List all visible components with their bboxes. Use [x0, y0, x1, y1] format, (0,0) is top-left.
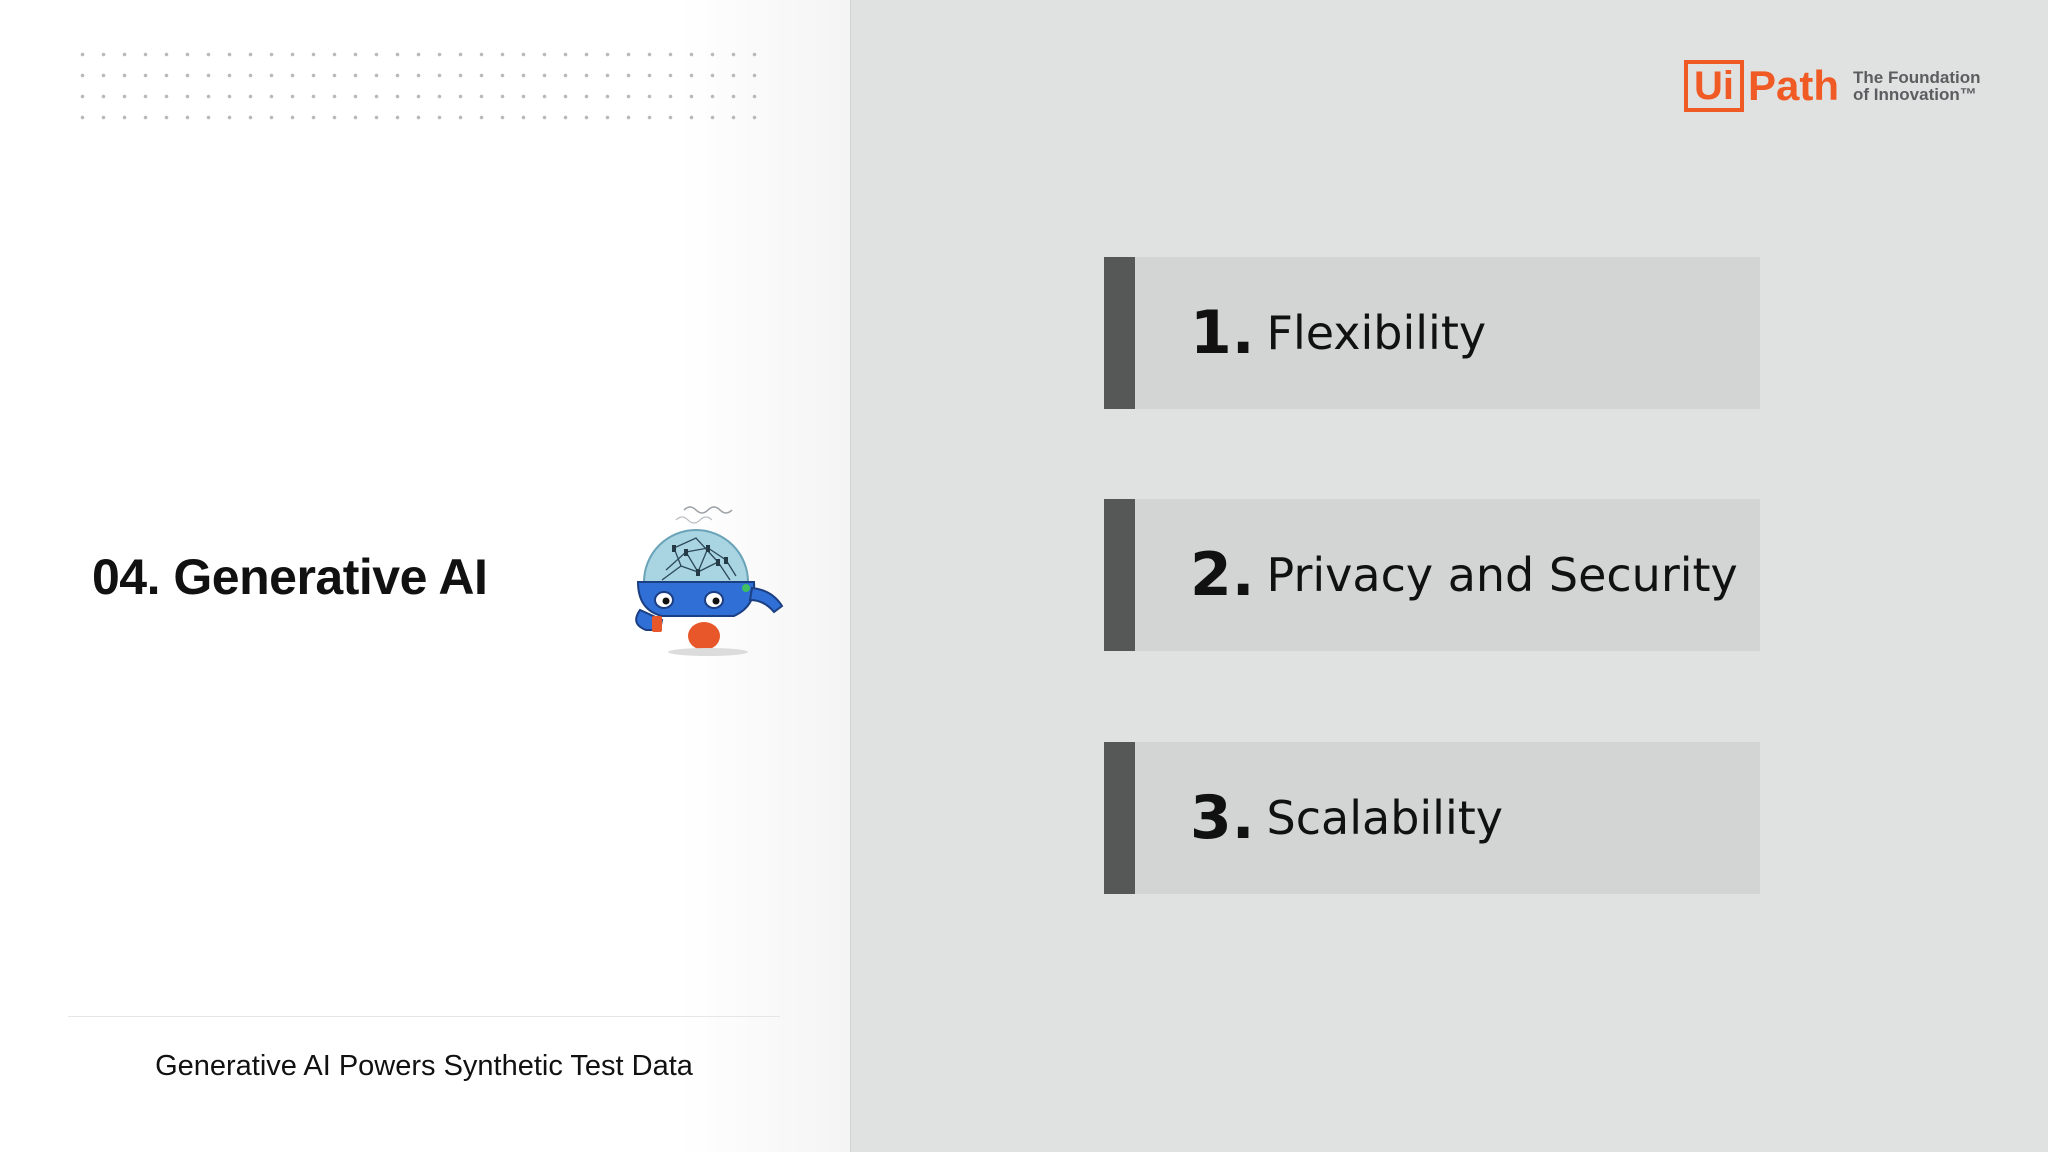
logo-tagline-line1: The Foundation — [1853, 68, 1981, 87]
uipath-logo: Ui Path The Foundation of Innovation™ — [1684, 58, 2003, 114]
list-item-text: Privacy and Security — [1266, 548, 1738, 602]
list-item-number: 2. — [1190, 540, 1255, 610]
logo-tagline: The Foundation of Innovation™ — [1853, 69, 2003, 103]
list-item-accent-bar — [1104, 742, 1135, 894]
list-item-label: 2. Privacy and Security — [1190, 499, 1738, 651]
list-item-label: 3. Scalability — [1190, 742, 1503, 894]
section-title: 04. Generative AI — [92, 549, 488, 605]
list-item-accent-bar — [1104, 499, 1135, 651]
list-item-number: 1. — [1190, 298, 1255, 368]
list-item: 2. Privacy and Security — [1104, 499, 1760, 651]
logo-tagline-line2: of Innovation™ — [1853, 85, 1977, 104]
list-item-accent-bar — [1104, 257, 1135, 409]
logo-path-text: Path — [1748, 62, 1840, 109]
list-item-text: Scalability — [1266, 791, 1503, 845]
list-item-label: 1. Flexibility — [1190, 257, 1486, 409]
footer-divider — [68, 1016, 780, 1017]
list-item: 1. Flexibility — [1104, 257, 1760, 409]
robot-mascot-icon — [635, 506, 784, 656]
left-panel: 04. Generative AI — [0, 0, 850, 1152]
logo-ui-box: Ui — [1684, 60, 1744, 112]
footer-caption: Generative AI Powers Synthetic Test Data — [155, 1050, 693, 1082]
list-item-text: Flexibility — [1266, 306, 1487, 360]
dot-grid-decoration — [72, 44, 772, 120]
list-item: 3. Scalability — [1104, 742, 1760, 894]
list-item-number: 3. — [1190, 783, 1255, 853]
